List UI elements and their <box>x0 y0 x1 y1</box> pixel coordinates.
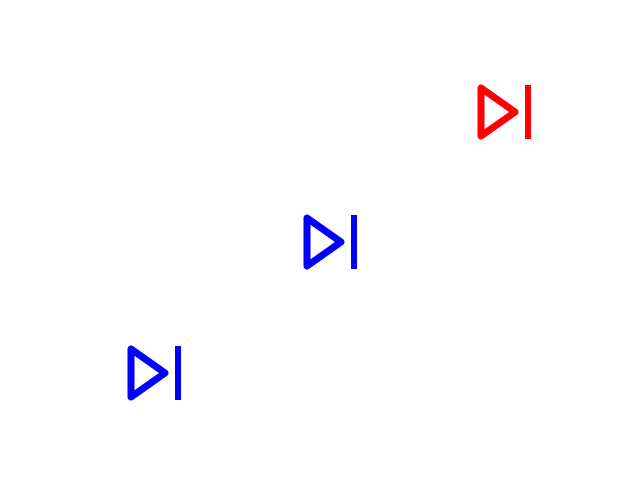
skip-forward-icon <box>477 84 531 140</box>
skip-forward-icon <box>127 345 181 401</box>
skip-forward-button-red[interactable] <box>476 82 536 144</box>
play-triangle <box>477 84 519 140</box>
play-triangle <box>127 345 169 401</box>
skip-forward-button-blue[interactable] <box>126 343 186 405</box>
play-triangle <box>303 214 345 270</box>
skip-forward-button-blue[interactable] <box>302 212 362 274</box>
skip-forward-icon <box>303 214 357 270</box>
